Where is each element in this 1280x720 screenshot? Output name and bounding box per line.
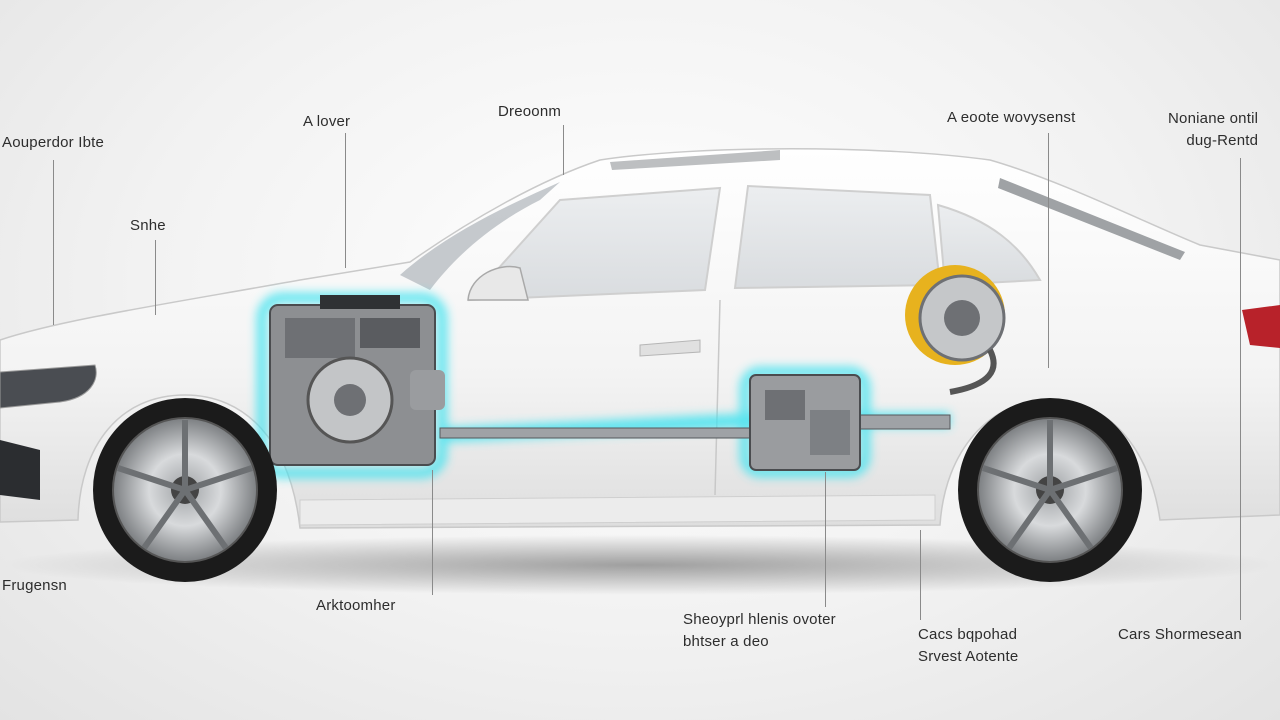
ground-shadow xyxy=(0,535,1280,595)
front-wheel xyxy=(93,398,277,582)
leader-line-top-right-1 xyxy=(1048,133,1049,368)
side-sill xyxy=(299,494,936,526)
label-top-center-2: Dreoonm xyxy=(498,103,562,120)
label-bottom-right-2: Cars Shormesean xyxy=(1118,626,1242,643)
leader-line-top-right-2 xyxy=(1240,158,1241,620)
label-top-right-1: A eoote wovysenst xyxy=(947,109,1076,126)
label-bottom-center-1: Arktoomher xyxy=(316,597,396,614)
label-top-right-2: Noniane ontil dug-Rentd xyxy=(1168,108,1258,152)
side-mirror xyxy=(467,265,529,301)
leader-line-bottom-right-1 xyxy=(920,530,921,620)
windshield xyxy=(400,182,560,290)
label-bottom-right-1-line1: Cacs bqpohad xyxy=(918,626,1018,643)
roof-rail-rear xyxy=(998,178,1185,260)
taillight xyxy=(1242,305,1280,348)
leader-line-bottom-center-1 xyxy=(432,470,433,595)
engine-block xyxy=(269,295,445,466)
turbo-unit xyxy=(905,265,1006,395)
label-bottom-right-1-line2: Srvest Aotente xyxy=(918,648,1019,665)
label-bottom-left: Frugensn xyxy=(2,577,67,594)
front-grille xyxy=(0,440,40,500)
rear-window xyxy=(733,184,942,290)
label-top-left-2: Snhe xyxy=(130,217,166,234)
leader-line-top-left-1 xyxy=(53,160,54,325)
roof-rail-front xyxy=(610,150,780,170)
label-bottom-center-2-line1: Sheoyprl hlenis ovoter xyxy=(683,611,836,628)
leader-line-bottom-center-2 xyxy=(825,472,826,607)
label-top-center-1: A lover xyxy=(303,113,351,130)
label-bottom-center-2-line2: bhtser a deo xyxy=(683,633,769,650)
label-bottom-right-1: Cacs bqpohad Srvest Aotente xyxy=(918,624,1018,668)
door-handle xyxy=(639,339,701,357)
label-bottom-center-2: Sheoyprl hlenis ovoter bhtser a deo xyxy=(683,609,836,653)
label-top-left-1: Aouperdor Ibte xyxy=(2,134,105,151)
rear-wheel xyxy=(958,398,1142,582)
leader-line-top-left-2 xyxy=(155,240,156,315)
leader-line-top-center-1 xyxy=(345,133,346,268)
front-window xyxy=(467,186,722,302)
label-top-right-2-line1: Noniane ontil xyxy=(1168,110,1259,127)
quarter-window xyxy=(936,203,1042,287)
leader-line-top-center-2 xyxy=(563,125,564,175)
door-line-front xyxy=(714,299,721,496)
rear-gearbox xyxy=(749,374,861,471)
headlight xyxy=(0,364,97,409)
label-top-right-2-line2: dug-Rentd xyxy=(1186,132,1259,149)
